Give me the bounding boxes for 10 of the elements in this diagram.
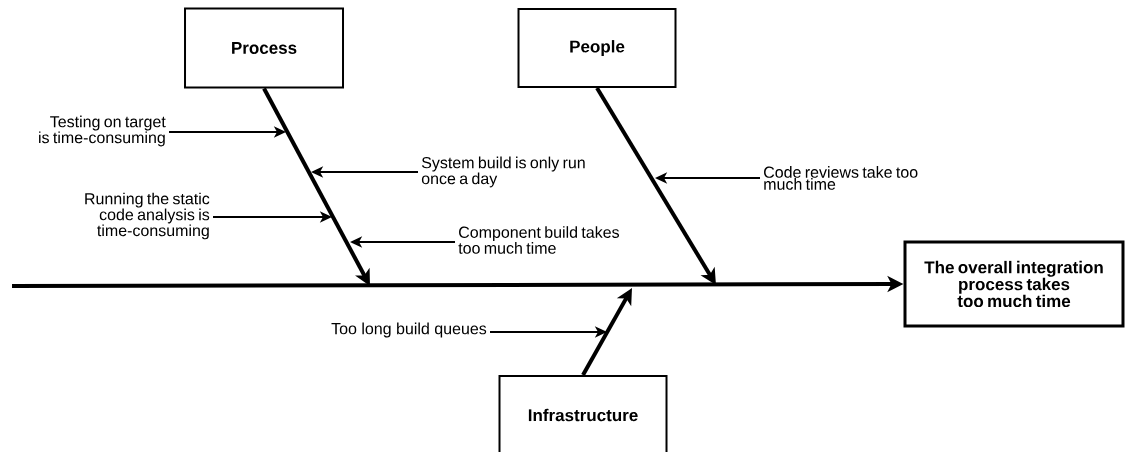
category-box: People (517, 8, 677, 88)
category-box: Infrastructure (498, 375, 668, 452)
cause-text: Running the static code analysis is time-consuming (85, 192, 210, 240)
cause-text: System build is only run once a day (421, 156, 585, 188)
cause-text: Testing on target is time-consuming (39, 115, 166, 147)
effect-box: The overall integration process takes too much time (903, 240, 1125, 328)
category-box: Process (184, 7, 344, 89)
cause-text: Component build takes too much time (458, 226, 619, 254)
cause-text: Too long build queues (331, 322, 487, 338)
cause-text: Code reviews take too much time (764, 166, 918, 190)
